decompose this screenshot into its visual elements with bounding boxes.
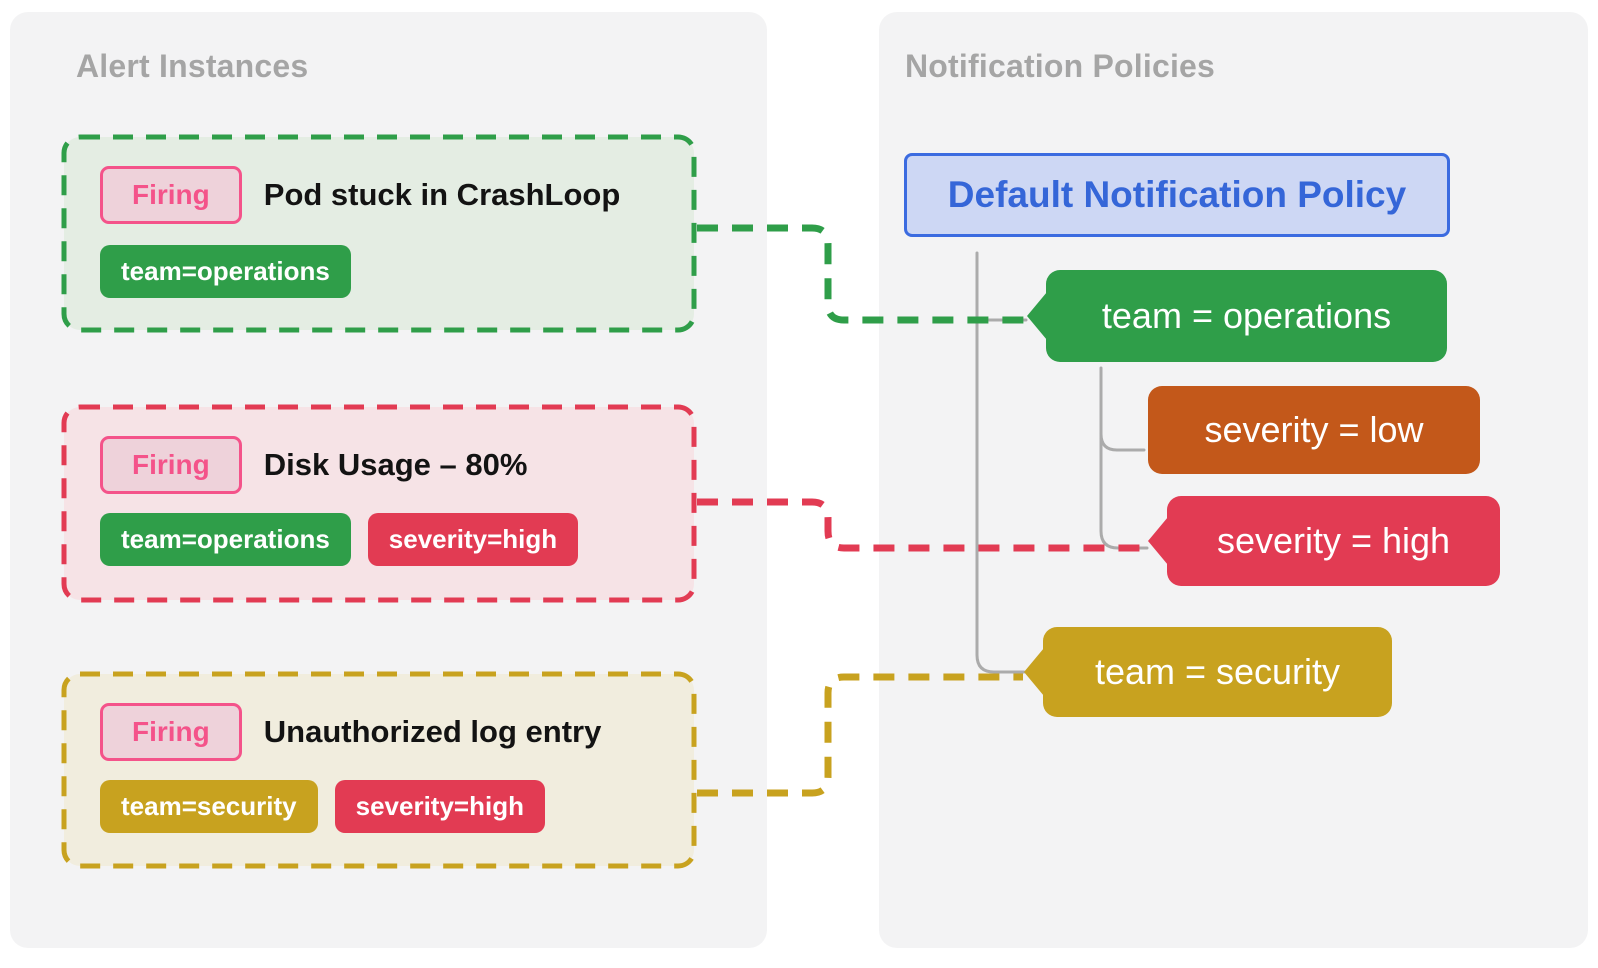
- policy-node-label: team = operations: [1101, 295, 1392, 336]
- label-tag: team=operations: [100, 513, 351, 566]
- alert-card-unauthorized-log: Firing Unauthorized log entry team=secur…: [62, 672, 697, 868]
- alert-card-disk-usage: Firing Disk Usage – 80% team=operations …: [62, 405, 697, 602]
- alert-title: Pod stuck in CrashLoop: [263, 177, 621, 212]
- label-tag: severity=high: [367, 513, 579, 566]
- status-badge: Firing: [100, 703, 242, 761]
- policy-node-label: team = security: [1094, 651, 1341, 692]
- status-badge: Firing: [100, 436, 242, 494]
- policy-node-severity-high: severity = high: [1148, 496, 1500, 586]
- label-tag: team=security: [100, 780, 318, 833]
- alert-card-crashloop: Firing Pod stuck in CrashLoop team=opera…: [62, 135, 697, 332]
- policy-node-team-security: team = security: [1024, 627, 1392, 717]
- match-arrow-left-icon: [1148, 517, 1168, 565]
- alert-instances-heading: Alert Instances: [76, 48, 309, 84]
- label-tag: team=operations: [100, 245, 351, 298]
- match-arrow-left-icon: [1027, 292, 1047, 340]
- policy-node-team-operations: team = operations: [1027, 270, 1447, 362]
- policy-node-label: severity = low: [1204, 409, 1424, 450]
- policy-node-label: severity = high: [1216, 520, 1451, 561]
- alert-title: Disk Usage – 80%: [263, 447, 528, 482]
- match-arrow-left-icon: [1024, 648, 1044, 696]
- notification-policies-heading: Notification Policies: [905, 48, 1216, 84]
- alert-title: Unauthorized log entry: [263, 714, 602, 749]
- default-notification-policy-box: Default Notification Policy: [904, 153, 1450, 237]
- policy-node-severity-low: severity = low: [1148, 386, 1480, 474]
- label-tag: severity=high: [334, 780, 545, 833]
- status-badge: Firing: [100, 166, 242, 224]
